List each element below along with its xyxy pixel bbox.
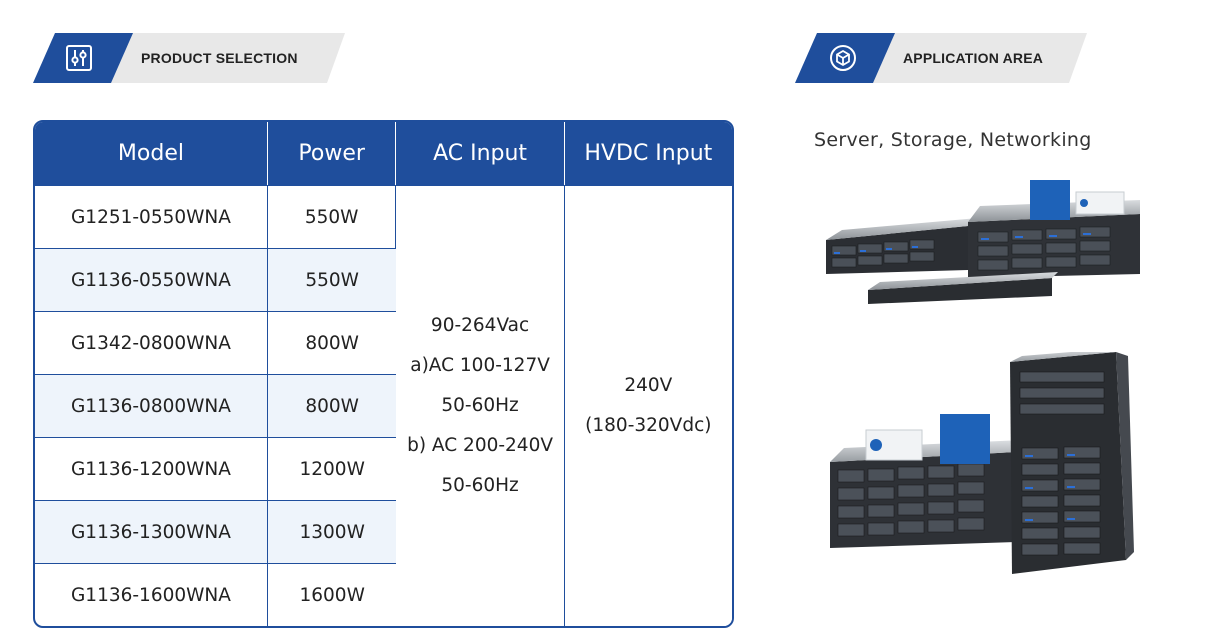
ac-input-line: b) AC 200-240V <box>407 435 554 456</box>
application-area-title: APPLICATION AREA <box>903 50 1044 66</box>
application-area-banner: APPLICATION AREA <box>795 33 1087 83</box>
table-row: G1136-1200WNA 1200W <box>35 437 732 500</box>
ac-input-line: 50-60Hz <box>441 395 519 416</box>
adjust-sliders-icon <box>66 45 92 71</box>
cube-icon <box>830 45 856 71</box>
model-cell: G1136-0800WNA <box>35 374 268 437</box>
model-cell: G1136-1200WNA <box>35 437 268 500</box>
banner-gray-strip <box>867 33 1087 83</box>
ac-input-cell: 90-264Vac a)AC 100-127V 50-60Hz b) AC 20… <box>396 185 565 626</box>
hvdc-input-line: 240V <box>624 375 673 396</box>
product-selection-title: PRODUCT SELECTION <box>141 50 298 66</box>
ac-input-line: 50-60Hz <box>441 475 519 496</box>
table-row: G1251-0550WNA 550W 90-264Vac a)AC 100-12… <box>35 185 732 626</box>
tower-server-image <box>830 352 1134 574</box>
table-row: G1136-0800WNA 800W <box>35 374 732 437</box>
intel-badge <box>940 414 990 464</box>
power-cell: 1600W <box>267 563 397 626</box>
table-row: G1136-1300WNA 1300W <box>35 500 732 563</box>
power-cell: 800W <box>267 374 397 437</box>
product-spec-table: Model Power AC Input HVDC Input G1251-05… <box>33 120 734 628</box>
table-row: G1136-1600WNA 1600W <box>35 563 732 626</box>
header-hvdc-input: HVDC Input <box>564 122 732 185</box>
header-power: Power <box>267 122 397 185</box>
model-cell: G1136-0550WNA <box>35 248 268 311</box>
power-cell: 550W <box>267 248 397 311</box>
power-cell: 800W <box>267 311 397 374</box>
model-cell: G1251-0550WNA <box>35 185 268 248</box>
table-row: G1342-0800WNA 800W <box>35 311 732 374</box>
header-ac-input: AC Input <box>396 122 565 185</box>
product-selection-banner: PRODUCT SELECTION <box>33 33 345 83</box>
model-cell: G1136-1300WNA <box>35 500 268 563</box>
table-header-row: Model Power AC Input HVDC Input <box>35 122 732 185</box>
ac-input-line: 90-264Vac <box>430 315 530 336</box>
power-cell: 1200W <box>267 437 397 500</box>
application-description: Server, Storage, Networking <box>814 129 1092 151</box>
power-cell: 1300W <box>267 500 397 563</box>
hvdc-input-cell: 240V (180-320Vdc) <box>564 185 732 626</box>
table-row: G1136-0550WNA 550W <box>35 248 732 311</box>
power-cell: 550W <box>267 185 397 248</box>
ac-input-line: a)AC 100-127V <box>410 355 550 376</box>
model-cell: G1342-0800WNA <box>35 311 268 374</box>
hvdc-input-line: (180-320Vdc) <box>585 415 712 436</box>
model-cell: G1136-1600WNA <box>35 563 268 626</box>
rack-server-image <box>826 180 1140 304</box>
intel-xeon-badge <box>1030 180 1070 220</box>
banner-gray-strip <box>105 33 345 83</box>
header-model: Model <box>35 122 268 185</box>
